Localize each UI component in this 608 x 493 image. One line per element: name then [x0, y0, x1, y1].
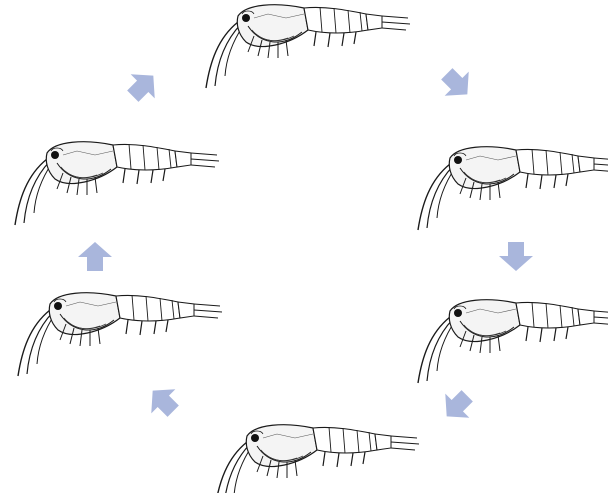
- stage-bottom-krill-icon: [215, 425, 419, 493]
- arrow-bottom-to-lower-left-arrow-icon: [141, 379, 186, 424]
- arrow-upper-left-to-top-arrow-icon: [121, 64, 166, 109]
- stage-upper-right-krill-icon: [418, 147, 608, 230]
- arrow-lower-right-to-bottom-arrow-icon: [435, 384, 480, 429]
- arrow-top-to-upper-right-arrow-icon: [435, 62, 480, 107]
- arrow-lower-left-to-upper-left-arrow-icon: [78, 242, 112, 271]
- stage-lower-right-krill-icon: [418, 300, 608, 383]
- stage-top-krill-icon: [206, 5, 410, 88]
- stage-upper-left-krill-icon: [15, 142, 219, 225]
- arrow-upper-right-to-lower-right-arrow-icon: [499, 242, 533, 271]
- stage-lower-left-krill-icon: [18, 293, 222, 376]
